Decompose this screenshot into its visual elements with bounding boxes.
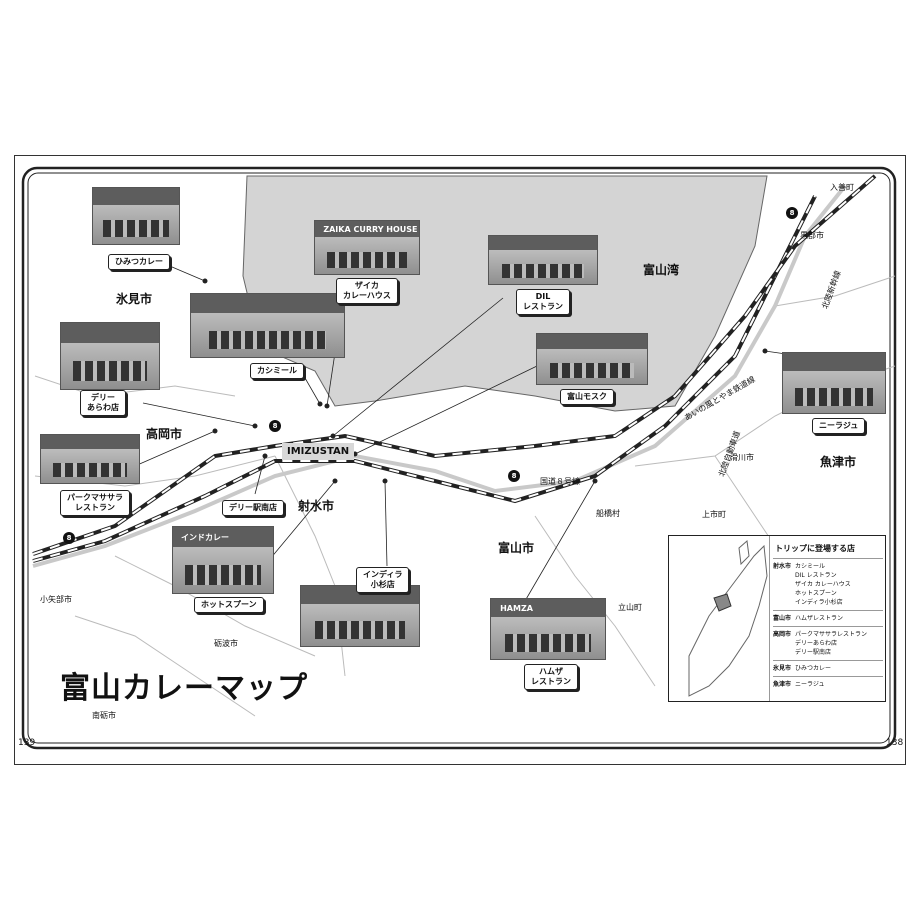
page-title: 富山カレーマップ bbox=[60, 671, 308, 706]
tag-delhi-arawa: デリーあらわ店 bbox=[80, 390, 126, 416]
route-shield-west: 8 bbox=[63, 532, 75, 544]
label-namerikawa: 滑川市 bbox=[730, 453, 754, 462]
legend-row: 魚津市ニーラジュ bbox=[773, 676, 883, 692]
legend-shop-list: ひみつカレー bbox=[795, 664, 831, 673]
label-nanto: 南砺市 bbox=[92, 711, 116, 720]
route-shield-toyama: 8 bbox=[508, 470, 520, 482]
tag-delhi-station: デリー駅南店 bbox=[222, 500, 284, 516]
legend-shop: ひみつカレー bbox=[795, 665, 832, 672]
label-route-8: 国道８号線 bbox=[540, 477, 580, 486]
route-shield-takaoka: 8 bbox=[269, 420, 281, 432]
legend-rows: 射水市カシミール DIL レストランザイカ カレーハウスホットスプーンインディラ小… bbox=[773, 558, 883, 692]
legend-city: 魚津市 bbox=[773, 681, 792, 688]
japan-inset-map bbox=[669, 536, 770, 701]
toyama-mosque-photo bbox=[536, 333, 648, 385]
imizustan-label: IMIZUSTAN bbox=[282, 443, 355, 460]
hotspoon-sign-text: インドカレー bbox=[181, 533, 229, 543]
zaika-sign-text: ZAIKA CURRY HOUSE bbox=[323, 225, 418, 235]
park-masasara-photo bbox=[40, 434, 140, 484]
label-tateyama: 立山町 bbox=[618, 603, 642, 612]
label-toyama-city: 富山市 bbox=[498, 541, 535, 555]
legend-city: 氷見市 bbox=[773, 665, 792, 672]
label-kamiichi: 上市町 bbox=[702, 510, 726, 519]
tag-hamza-restaurant: ハムザレストラン bbox=[524, 664, 578, 690]
dil-restaurant-photo bbox=[488, 235, 598, 285]
hamza-sign-text: HAMZA bbox=[500, 603, 533, 613]
legend-city: 富山市 bbox=[773, 615, 792, 622]
label-nyuzen: 入善町 bbox=[830, 183, 854, 192]
legend-shop-list: パークマササラレストランデリーあらわ店デリー駅南店 bbox=[795, 630, 867, 657]
tag-niraji: ニーラジュ bbox=[812, 418, 866, 434]
delhi-arawa-photo bbox=[60, 322, 160, 390]
tag-himitsu-curry: ひみつカレー bbox=[108, 254, 170, 270]
label-toyama-bay: 富山湾 bbox=[643, 263, 680, 277]
label-funahashi: 船橋村 bbox=[596, 509, 620, 518]
label-imizu: 射水市 bbox=[298, 499, 335, 513]
page-number-left: 139 bbox=[18, 738, 36, 748]
niraji-photo bbox=[782, 352, 886, 414]
indira-kosugi-photo bbox=[300, 585, 420, 647]
legend-shop: インディラ小杉店 bbox=[795, 599, 843, 606]
legend-row: 富山市ハムザレストラン bbox=[773, 610, 883, 626]
legend-shop: ニーラジュ bbox=[795, 681, 825, 688]
route-8-road bbox=[32, 184, 847, 568]
label-oyabe: 小矢部市 bbox=[40, 595, 72, 604]
legend-shop: パークマササラレストラン bbox=[795, 631, 868, 638]
map-spread bbox=[14, 155, 906, 765]
legend-city: 射水市 bbox=[773, 563, 792, 570]
toyama-prefecture-highlight bbox=[713, 593, 732, 612]
legend-shop-list: カシミール DIL レストランザイカ カレーハウスホットスプーンインディラ小杉店 bbox=[795, 562, 851, 607]
page-number-right: 138 bbox=[886, 738, 904, 748]
label-takaoka: 高岡市 bbox=[146, 427, 183, 441]
legend-row: 射水市カシミール DIL レストランザイカ カレーハウスホットスプーンインディラ小… bbox=[773, 558, 883, 610]
legend-shop: ザイカ カレーハウス bbox=[795, 581, 851, 588]
legend-shop-list: ニーラジュ bbox=[795, 680, 824, 689]
tag-indira-kosugi: インディラ小杉店 bbox=[356, 567, 410, 593]
label-himi: 氷見市 bbox=[116, 292, 153, 306]
legend-city: 高岡市 bbox=[773, 631, 792, 638]
zaika-curry-house-photo: ZAIKA CURRY HOUSE bbox=[314, 220, 420, 275]
legend-shop: ホットスプーン bbox=[795, 590, 837, 597]
legend-shop: DIL レストラン bbox=[795, 572, 837, 579]
legend-row: 氷見市ひみつカレー bbox=[773, 660, 883, 676]
tag-kashmir: カシミール bbox=[250, 363, 304, 379]
tag-zaika-curry-house: ザイカカレーハウス bbox=[336, 278, 398, 304]
shop-legend: トリップに登場する店 射水市カシミール DIL レストランザイカ カレーハウスホッ… bbox=[668, 535, 886, 702]
label-kurobe: 黒部市 bbox=[800, 231, 824, 240]
legend-shop: デリーあらわ店 bbox=[795, 640, 838, 647]
kashmir-photo bbox=[190, 293, 345, 358]
legend-shop-list: ハムザレストラン bbox=[795, 614, 843, 623]
legend-row: 高岡市パークマササラレストランデリーあらわ店デリー駅南店 bbox=[773, 626, 883, 660]
label-uozu: 魚津市 bbox=[820, 455, 857, 469]
legend-shop: デリー駅南店 bbox=[795, 649, 832, 656]
label-tonami: 砺波市 bbox=[214, 639, 238, 648]
legend-shop: ハムザレストラン bbox=[795, 615, 844, 622]
route-shield-kurobe: 8 bbox=[786, 207, 798, 219]
legend-shop: カシミール bbox=[795, 563, 826, 570]
himitsu-curry-photo bbox=[92, 187, 180, 245]
tag-hotspoon: ホットスプーン bbox=[194, 597, 264, 613]
hamza-restaurant-photo: HAMZA bbox=[490, 598, 606, 660]
hotspoon-photo: インドカレー bbox=[172, 526, 274, 594]
legend-header: トリップに登場する店 bbox=[775, 544, 855, 553]
tag-toyama-mosque: 富山モスク bbox=[560, 389, 614, 405]
tag-park-masasara: パークマササラレストラン bbox=[60, 490, 130, 516]
map-frame bbox=[21, 166, 897, 750]
